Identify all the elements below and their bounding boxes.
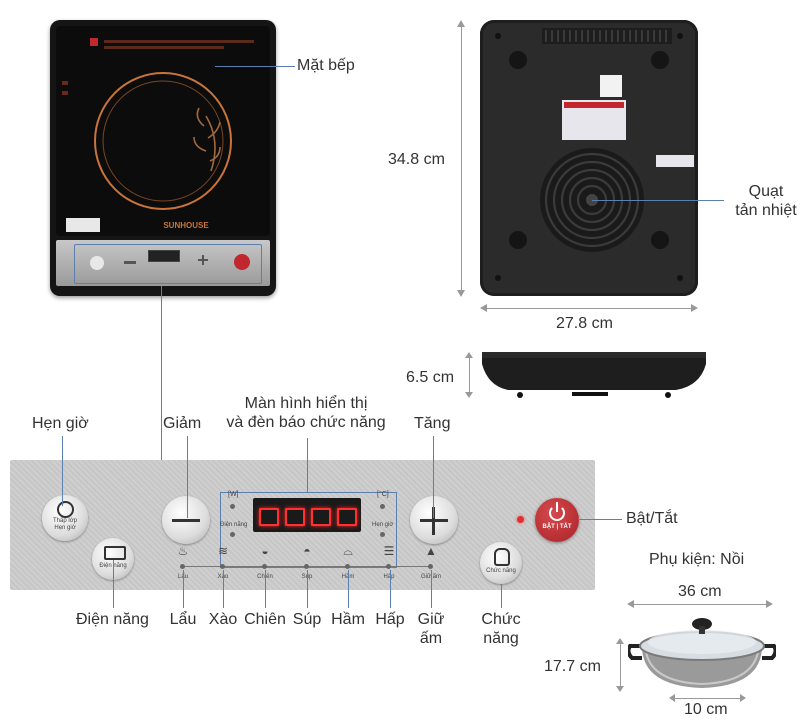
pot-base-dimension-line — [672, 698, 744, 699]
width-label: 27.8 cm — [556, 315, 613, 332]
energy-label: Điện năng — [76, 611, 149, 628]
keepwarm-label: Giữ ấm — [417, 611, 445, 648]
pot-base-label: 10 cm — [684, 701, 728, 718]
power-indicator-led — [517, 516, 524, 523]
energy-leader — [113, 560, 115, 608]
fan-label: Quạt tản nhiệt — [735, 183, 797, 220]
mode-dot-hotpot — [180, 564, 185, 569]
fan-leader-line — [592, 200, 724, 202]
depth-label: 34.8 cm — [388, 151, 445, 168]
power-label: Bật/Tắt — [626, 510, 678, 527]
mode-dot-stew — [345, 564, 350, 569]
stirfry-label: Xào — [208, 611, 238, 628]
cooktop-leader-line — [215, 66, 295, 68]
display-label: Màn hình hiển thị và đèn báo chức năng — [226, 395, 386, 432]
display-leader — [307, 438, 309, 492]
mode-dot-stirfry — [220, 564, 225, 569]
fry-label: Chiên — [244, 611, 286, 628]
function-label: Chức năng — [481, 611, 521, 648]
pot-height-dimension-line — [620, 640, 621, 690]
control-panel: Thấp lớp Hẹn giờ Điện năng [W] [°C] Điện… — [10, 460, 595, 590]
timer-label: Hẹn giờ — [32, 415, 89, 432]
increase-label: Tăng — [414, 415, 451, 432]
hotpot-icon: ♨ — [177, 544, 189, 558]
pot-width-dimension-line — [630, 604, 770, 605]
stirfry-icon: ≋ — [217, 544, 229, 558]
hotpot-label: Lẩu — [169, 611, 197, 628]
power-leader — [578, 519, 622, 521]
timer-leader — [62, 436, 64, 506]
touch-icon — [494, 548, 510, 566]
decrease-label: Giảm — [163, 415, 202, 432]
function-button[interactable]: Chức năng — [480, 542, 522, 584]
right-indicator-label: Hẹn giờ — [372, 522, 394, 528]
cooktop-glass: SUNHOUSE — [56, 26, 270, 236]
clock-icon — [57, 501, 74, 518]
steam-icon: ☰ — [383, 544, 395, 558]
fry-icon: ◒ — [261, 544, 269, 558]
plus-icon-v — [432, 507, 435, 535]
accessory-label: Phụ kiện: Nồi — [649, 551, 745, 568]
steam-label: Hấp — [375, 611, 405, 628]
decrease-leader — [187, 436, 189, 518]
bottom-view-graphic — [495, 28, 694, 281]
height-dimension-line — [469, 354, 470, 396]
left-indicator-label: Điện năng — [220, 522, 248, 528]
led-display — [253, 498, 361, 532]
mode-dot-fry — [262, 564, 267, 569]
cooktop-mini-panel — [56, 240, 270, 286]
side-view-image — [480, 350, 708, 398]
timer-button[interactable]: Thấp lớp Hẹn giờ — [42, 495, 88, 541]
decrease-button[interactable] — [162, 496, 210, 544]
battery-icon — [104, 546, 126, 560]
width-dimension-line — [482, 308, 696, 309]
mode-dot-keepwarm — [428, 564, 433, 569]
soup-label: Súp — [292, 611, 322, 628]
brand-logo: SUNHOUSE — [163, 221, 209, 230]
coil-graphic: SUNHOUSE — [62, 38, 254, 232]
soup-icon: ◓ — [303, 544, 311, 558]
pot-height-label: 17.7 cm — [544, 658, 601, 675]
mode-dot-soup — [304, 564, 309, 569]
increase-leader — [433, 436, 435, 518]
pot-image — [626, 612, 778, 694]
pot-width-label: 36 cm — [678, 583, 722, 600]
stew-label: Hầm — [331, 611, 365, 628]
height-label: 6.5 cm — [406, 369, 455, 386]
depth-dimension-line — [461, 22, 462, 294]
power-icon — [549, 505, 565, 521]
panel-connector-line — [161, 286, 163, 460]
cooktop-label: Mặt bếp — [297, 57, 355, 74]
cooktop-image: SUNHOUSE — [50, 20, 276, 296]
power-button[interactable]: BẬT | TẮT — [535, 498, 579, 542]
mode-dot-steam — [386, 564, 391, 569]
stew-icon: ⌓ — [343, 544, 353, 558]
minus-icon — [172, 519, 200, 522]
keepwarm-icon: ▲ — [425, 544, 437, 558]
bottom-view-image — [480, 20, 698, 296]
